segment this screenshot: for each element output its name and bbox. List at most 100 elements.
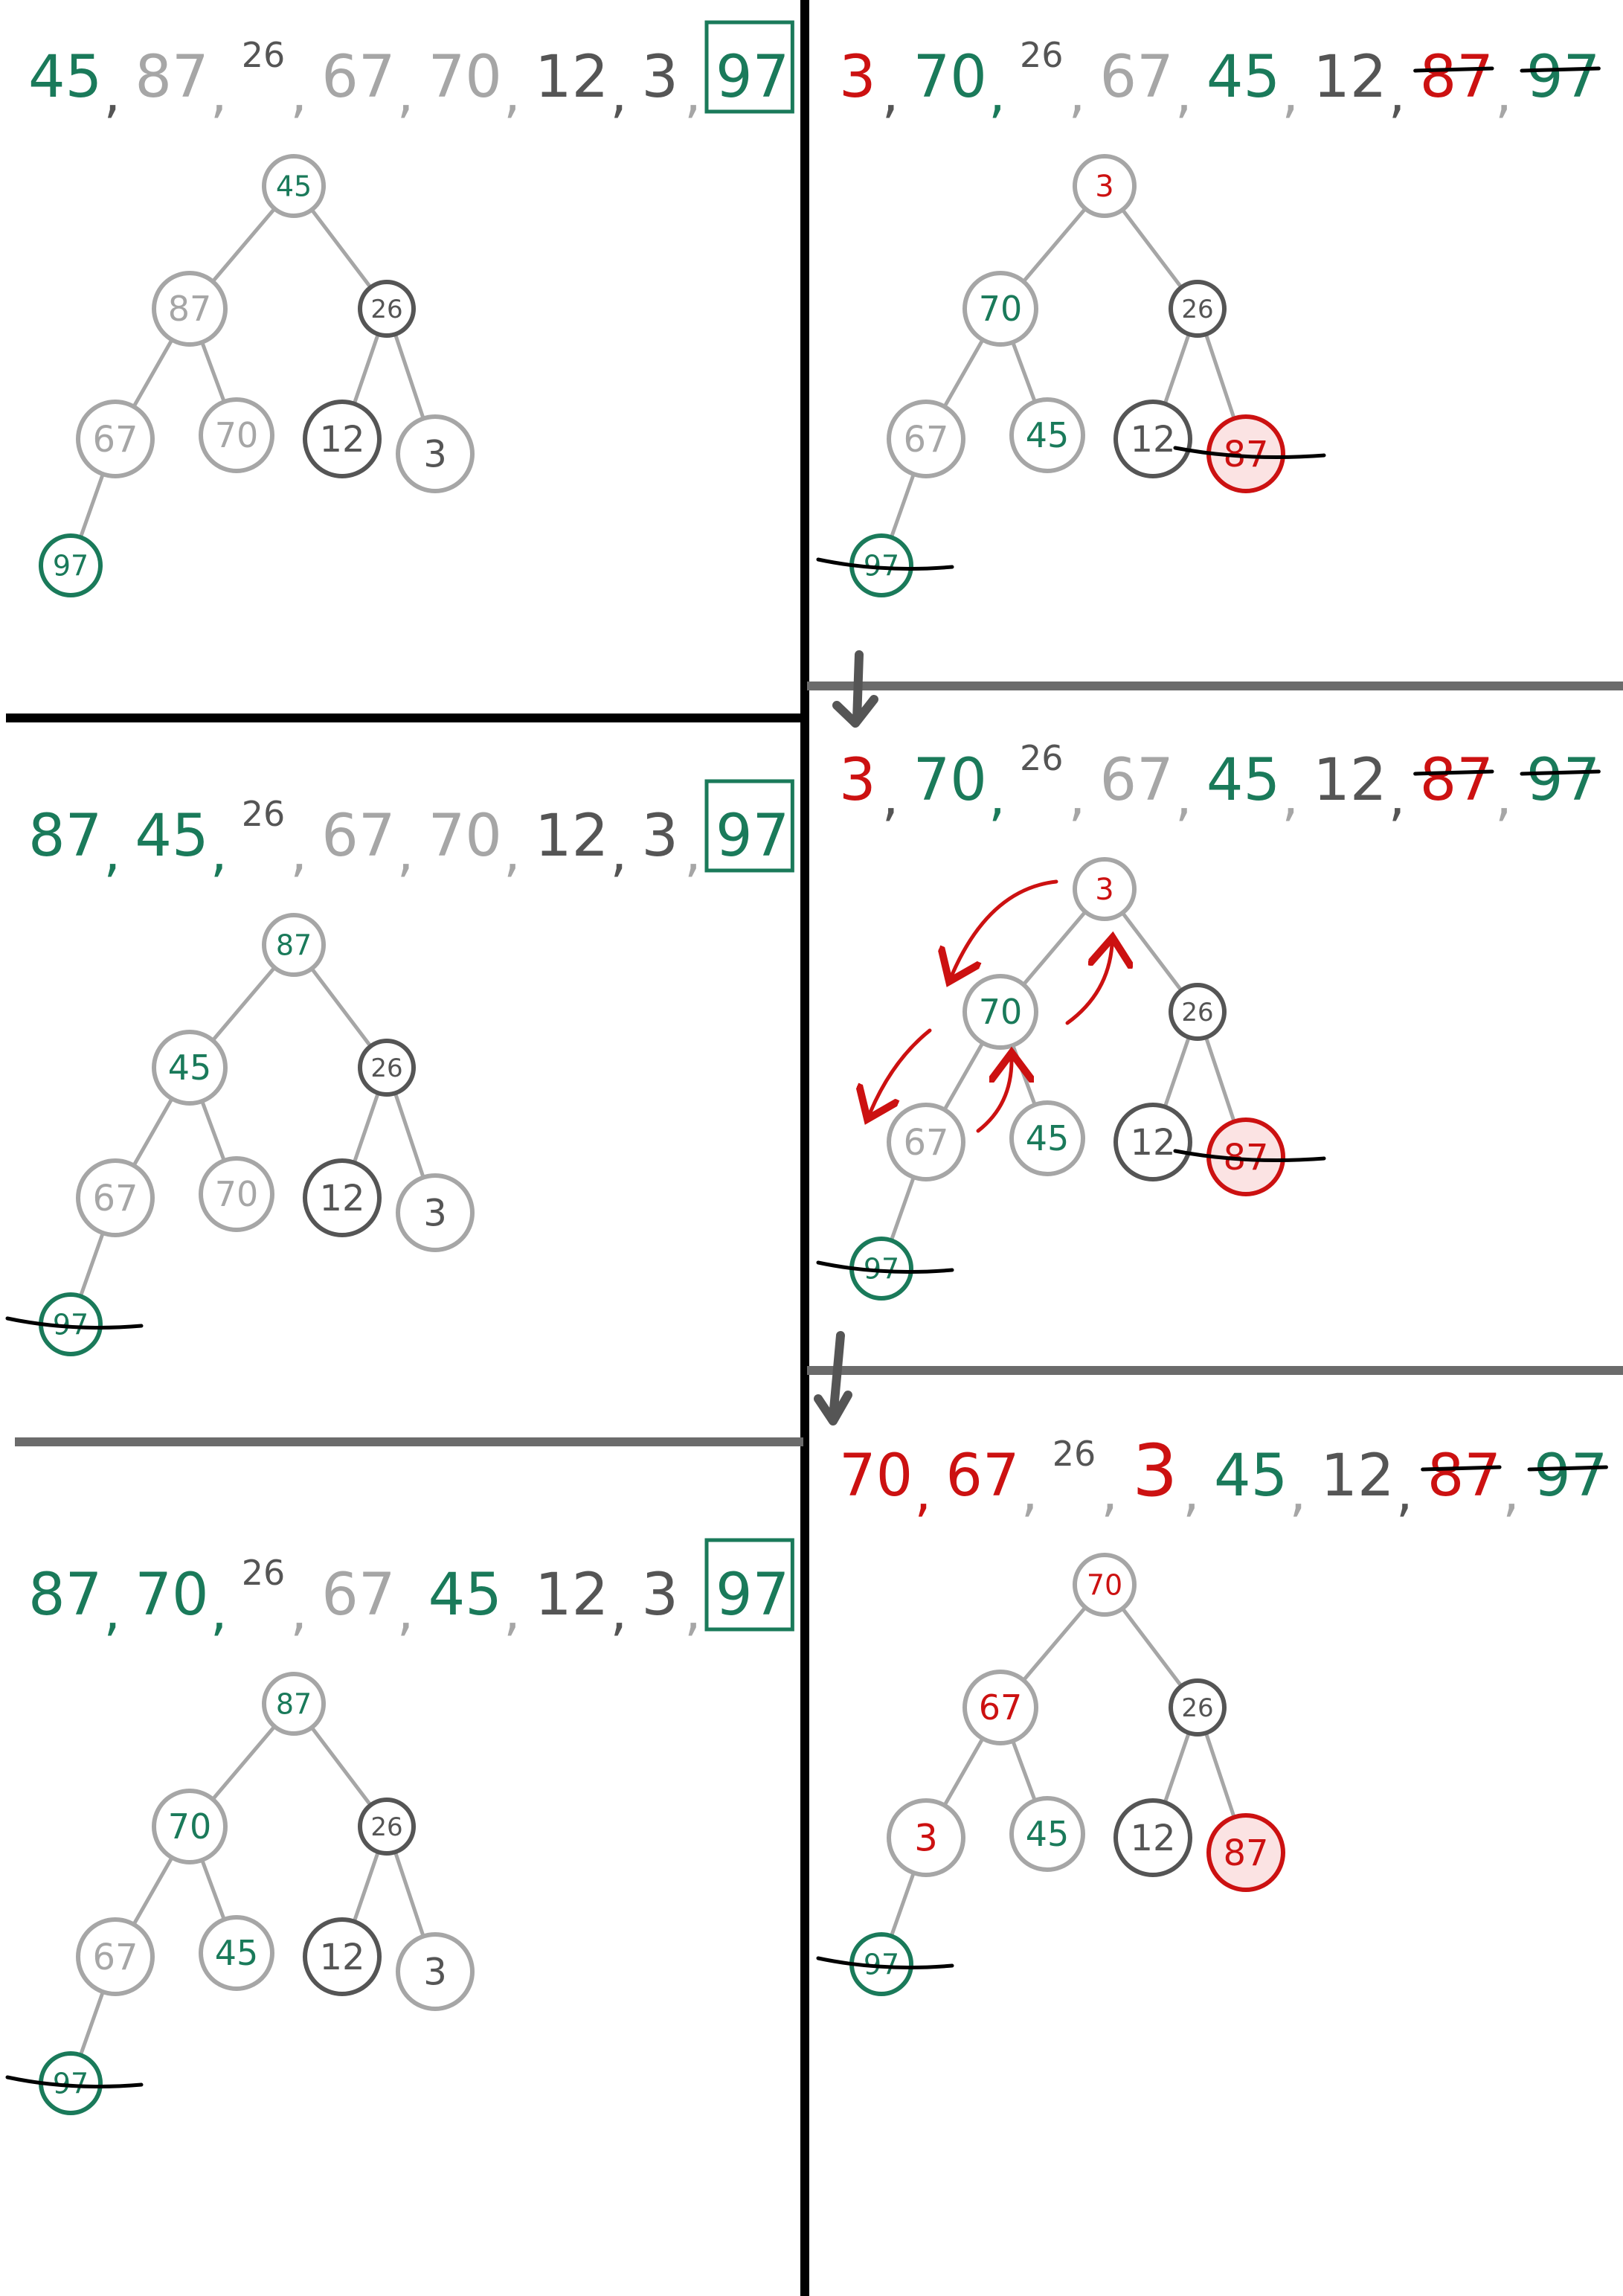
heap-node: 3 [1073, 857, 1137, 921]
heap-node: 67 [76, 400, 155, 478]
heap-node-ring [887, 1798, 965, 1877]
heap-node-label: 97 [53, 549, 89, 582]
heap-node-ring [262, 1672, 326, 1736]
heap-node: 70 [152, 1789, 228, 1864]
sequence-value: 3 [1132, 1429, 1177, 1513]
heap-node: 97 [39, 533, 103, 597]
heap-node: 70 [962, 271, 1038, 347]
heap-node-ring [152, 1789, 228, 1864]
tree-edge [1203, 332, 1236, 421]
sequence-value: 67 [1100, 44, 1174, 111]
tree-edge [942, 1041, 985, 1112]
final-value-box [704, 20, 794, 114]
heap-node: 12 [303, 1158, 382, 1237]
sequence-comma: , [290, 62, 307, 124]
array-sequence: 45,87,26,67,70,12,3,97 [28, 20, 794, 124]
sequence-value: 45 [1206, 747, 1280, 814]
heap-node-ring [199, 397, 274, 473]
tree-edge [393, 1850, 425, 1939]
sequence-value: 70 [913, 44, 987, 111]
sequence-comma: , [290, 821, 307, 883]
heap-node: 45 [152, 1030, 228, 1106]
tree-edge [309, 966, 373, 1048]
sequence-comma: , [882, 765, 899, 827]
tree-edges [889, 910, 1236, 1242]
heap-node-ring [1206, 1813, 1285, 1892]
heap-node-ring [199, 1156, 274, 1232]
heap-node: 12 [303, 400, 382, 478]
sequence-value: 12 [1313, 44, 1386, 111]
heap-node-ring [303, 1158, 382, 1237]
sequence-comma: , [1021, 1460, 1038, 1523]
down-arrow-1 [832, 650, 878, 728]
sequence-value: 67 [1100, 747, 1174, 814]
heap-node-ring [887, 400, 965, 478]
sequence-value: 3 [641, 1562, 678, 1629]
tree-edge [1021, 910, 1087, 987]
sequence-comma: , [1069, 765, 1086, 827]
sequence-value: 67 [321, 44, 395, 111]
heap-node-ring [262, 154, 326, 218]
sequence-comma: , [103, 62, 120, 124]
heap-node-ring [303, 1917, 382, 1996]
heap-node: 70 [1073, 1553, 1137, 1617]
heap-node-label: 67 [979, 1687, 1023, 1728]
heap-node: 87 [262, 1672, 326, 1736]
sequence-comma: , [397, 62, 414, 124]
sequence-comma: , [684, 821, 701, 883]
sequence-comma: , [610, 62, 627, 124]
tree-edge [352, 1850, 380, 1924]
heap-node-ring [1073, 1553, 1137, 1617]
strike-mark [816, 1956, 954, 1969]
heap-node-label: 3 [423, 433, 447, 476]
strike-mark [1173, 1149, 1326, 1162]
sequence-comma: , [504, 821, 521, 883]
sequence-value: 87 [28, 803, 102, 870]
sequence-comma: , [1396, 1460, 1413, 1523]
heap-node-ring [1009, 397, 1085, 473]
tree-edge [1163, 1731, 1191, 1805]
sequence-comma: , [684, 62, 701, 124]
strike-mark [1421, 1465, 1502, 1472]
strike-mark [1520, 769, 1601, 776]
tree-edge [309, 1725, 373, 1807]
heap-node: 45 [262, 154, 326, 218]
heap-node: 97 [816, 1932, 954, 1996]
tree-edge [393, 332, 425, 421]
sequence-value: 97 [1534, 1443, 1607, 1510]
sequence-comma: , [504, 62, 521, 124]
heap-node: 26 [358, 1798, 416, 1856]
sequence-comma: , [1175, 765, 1192, 827]
array-sequence: 3,70,26,67,45,12,87,97 [839, 738, 1601, 827]
sequence-comma: , [1495, 62, 1512, 124]
sequence-value: 3 [839, 747, 876, 814]
sequence-comma: , [914, 1460, 931, 1523]
strike-mark [1527, 1465, 1608, 1472]
down-arrow-2 [814, 1331, 852, 1426]
sequence-value: 67 [321, 1562, 395, 1629]
heap-node-label: 70 [979, 289, 1023, 329]
heap-node: 45 [199, 1915, 274, 1991]
heap-node-label: 12 [319, 1937, 364, 1978]
sequence-value: 3 [641, 803, 678, 870]
tree-edge [132, 338, 174, 409]
strike-mark [1413, 769, 1494, 776]
heap-node-label: 12 [319, 419, 364, 461]
heap-node: 67 [76, 1158, 155, 1237]
sequence-value: 45 [135, 803, 208, 870]
tree-edge [1203, 1731, 1236, 1820]
sequence-value: 70 [913, 747, 987, 814]
sequence-comma: , [1101, 1460, 1118, 1523]
heap-node: 26 [358, 1039, 416, 1097]
sequence-value: 87 [1427, 1443, 1501, 1510]
heap-node-ring [358, 1798, 416, 1856]
heap-node: 67 [76, 1917, 155, 1996]
sequence-comma: , [210, 1580, 228, 1642]
strike-mark [1413, 66, 1494, 73]
sequence-value: 3 [839, 44, 876, 111]
heap-node: 97 [5, 1292, 144, 1356]
heap-node-label: 3 [423, 1192, 447, 1235]
